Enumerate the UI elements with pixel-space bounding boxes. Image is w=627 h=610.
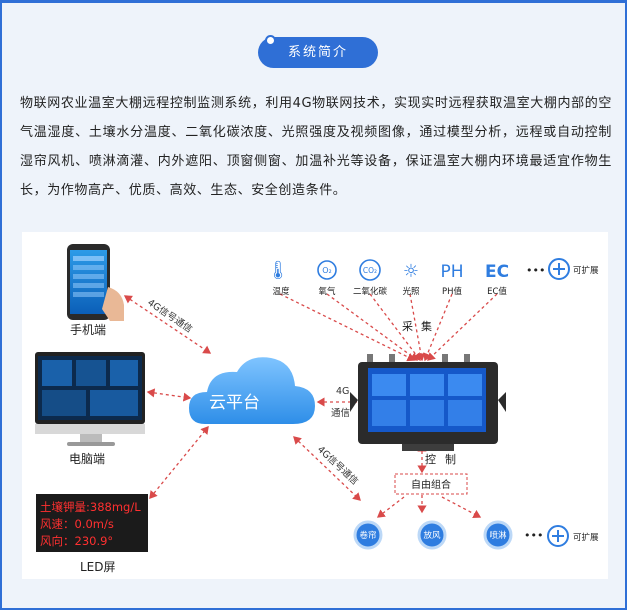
sensor-label-temp: 温度 — [272, 286, 290, 297]
link-lower-label: 4G信号通信 — [315, 443, 361, 487]
title-dot-icon — [265, 35, 276, 46]
link-phone-cloud — [123, 295, 212, 354]
sensor-more-dots: ••• — [526, 264, 545, 277]
actuator-curtain — [353, 520, 383, 550]
actuator-spray — [483, 520, 513, 550]
link-cloud-actuators — [293, 436, 361, 501]
actuator-vent-label: 放风 — [423, 530, 441, 541]
phone-label: 手机端 — [70, 323, 106, 337]
combo-box — [394, 473, 468, 495]
cloud-label: 云平台 — [209, 393, 260, 413]
intro-paragraph: 物联网农业温室大棚远程控制监测系统，利用4G物联网技术，实现实时远程获取温室大棚… — [20, 96, 612, 198]
link-device-label-2: 通信 — [331, 407, 350, 419]
cloud-icon — [189, 357, 315, 424]
led-line-2: 风速：0.0m/s — [40, 517, 114, 531]
sensor-label-light: 光照 — [402, 286, 420, 297]
collect-label-1: 采 — [402, 320, 413, 333]
actuator-spray-label: 喷淋 — [489, 530, 507, 541]
sensor-row: 🌡 温度 O₂ 氧气 CO₂ 二氧化碳 ☼ 光照 PH PH值 EC EC值 •… — [267, 258, 599, 297]
sensor-label-o2: 氧气 — [318, 286, 336, 297]
actuator-add-icon — [547, 525, 569, 547]
section-title-text: 系统简介 — [287, 45, 348, 60]
actuator-more-dots: ••• — [524, 529, 543, 542]
link-phone-label: 4G信号通信 — [145, 297, 194, 336]
sensor-label-ec: EC值 — [487, 286, 507, 297]
sensor-label-ph: PH值 — [442, 286, 463, 297]
control-label-2: 制 — [445, 453, 456, 466]
oxygen-icon-text: O₂ — [322, 266, 332, 275]
link-device-label-1: 4G — [336, 386, 349, 397]
section-title: 系统简介 — [258, 35, 378, 68]
pc-device — [35, 352, 145, 446]
sensor-add-icon — [548, 258, 570, 280]
co2-icon-text: CO₂ — [363, 266, 377, 275]
phone-device — [67, 244, 124, 321]
thermometer-icon: 🌡 — [267, 260, 290, 281]
sensor-expand-label: 可扩展 — [573, 265, 599, 276]
actuator-expand-label: 可扩展 — [573, 532, 599, 543]
led-label: LED屏 — [80, 560, 116, 574]
control-label-1: 控 — [425, 452, 436, 466]
oxygen-icon — [317, 260, 337, 280]
light-icon: ☼ — [403, 261, 419, 282]
controller-device — [350, 354, 506, 451]
actuator-vent — [417, 520, 447, 550]
ph-icon: PH — [440, 262, 463, 282]
actuator-row: 卷帘 放风 喷淋 ••• 可扩展 — [353, 520, 599, 550]
led-line-1: 土壤钾量:388mg/L — [40, 500, 141, 514]
collect-label-2: 集 — [421, 319, 432, 333]
actuator-curtain-label: 卷帘 — [359, 530, 376, 541]
combo-label: 自由组合 — [411, 478, 451, 491]
pc-label: 电脑端 — [69, 452, 105, 466]
ec-icon: EC — [485, 262, 509, 282]
link-pc-cloud — [146, 388, 192, 402]
led-line-3: 风向：230.9° — [40, 534, 113, 548]
system-diagram: 手机端 电脑端 土壤钾量:388mg/L 风速：0.0m/s 风向：230.9°… — [22, 232, 608, 579]
link-led-cloud — [149, 425, 209, 500]
led-screen: 土壤钾量:388mg/L 风速：0.0m/s 风向：230.9° — [36, 494, 148, 552]
sensor-label-co2: 二氧化碳 — [353, 286, 388, 297]
co2-icon — [359, 259, 381, 281]
